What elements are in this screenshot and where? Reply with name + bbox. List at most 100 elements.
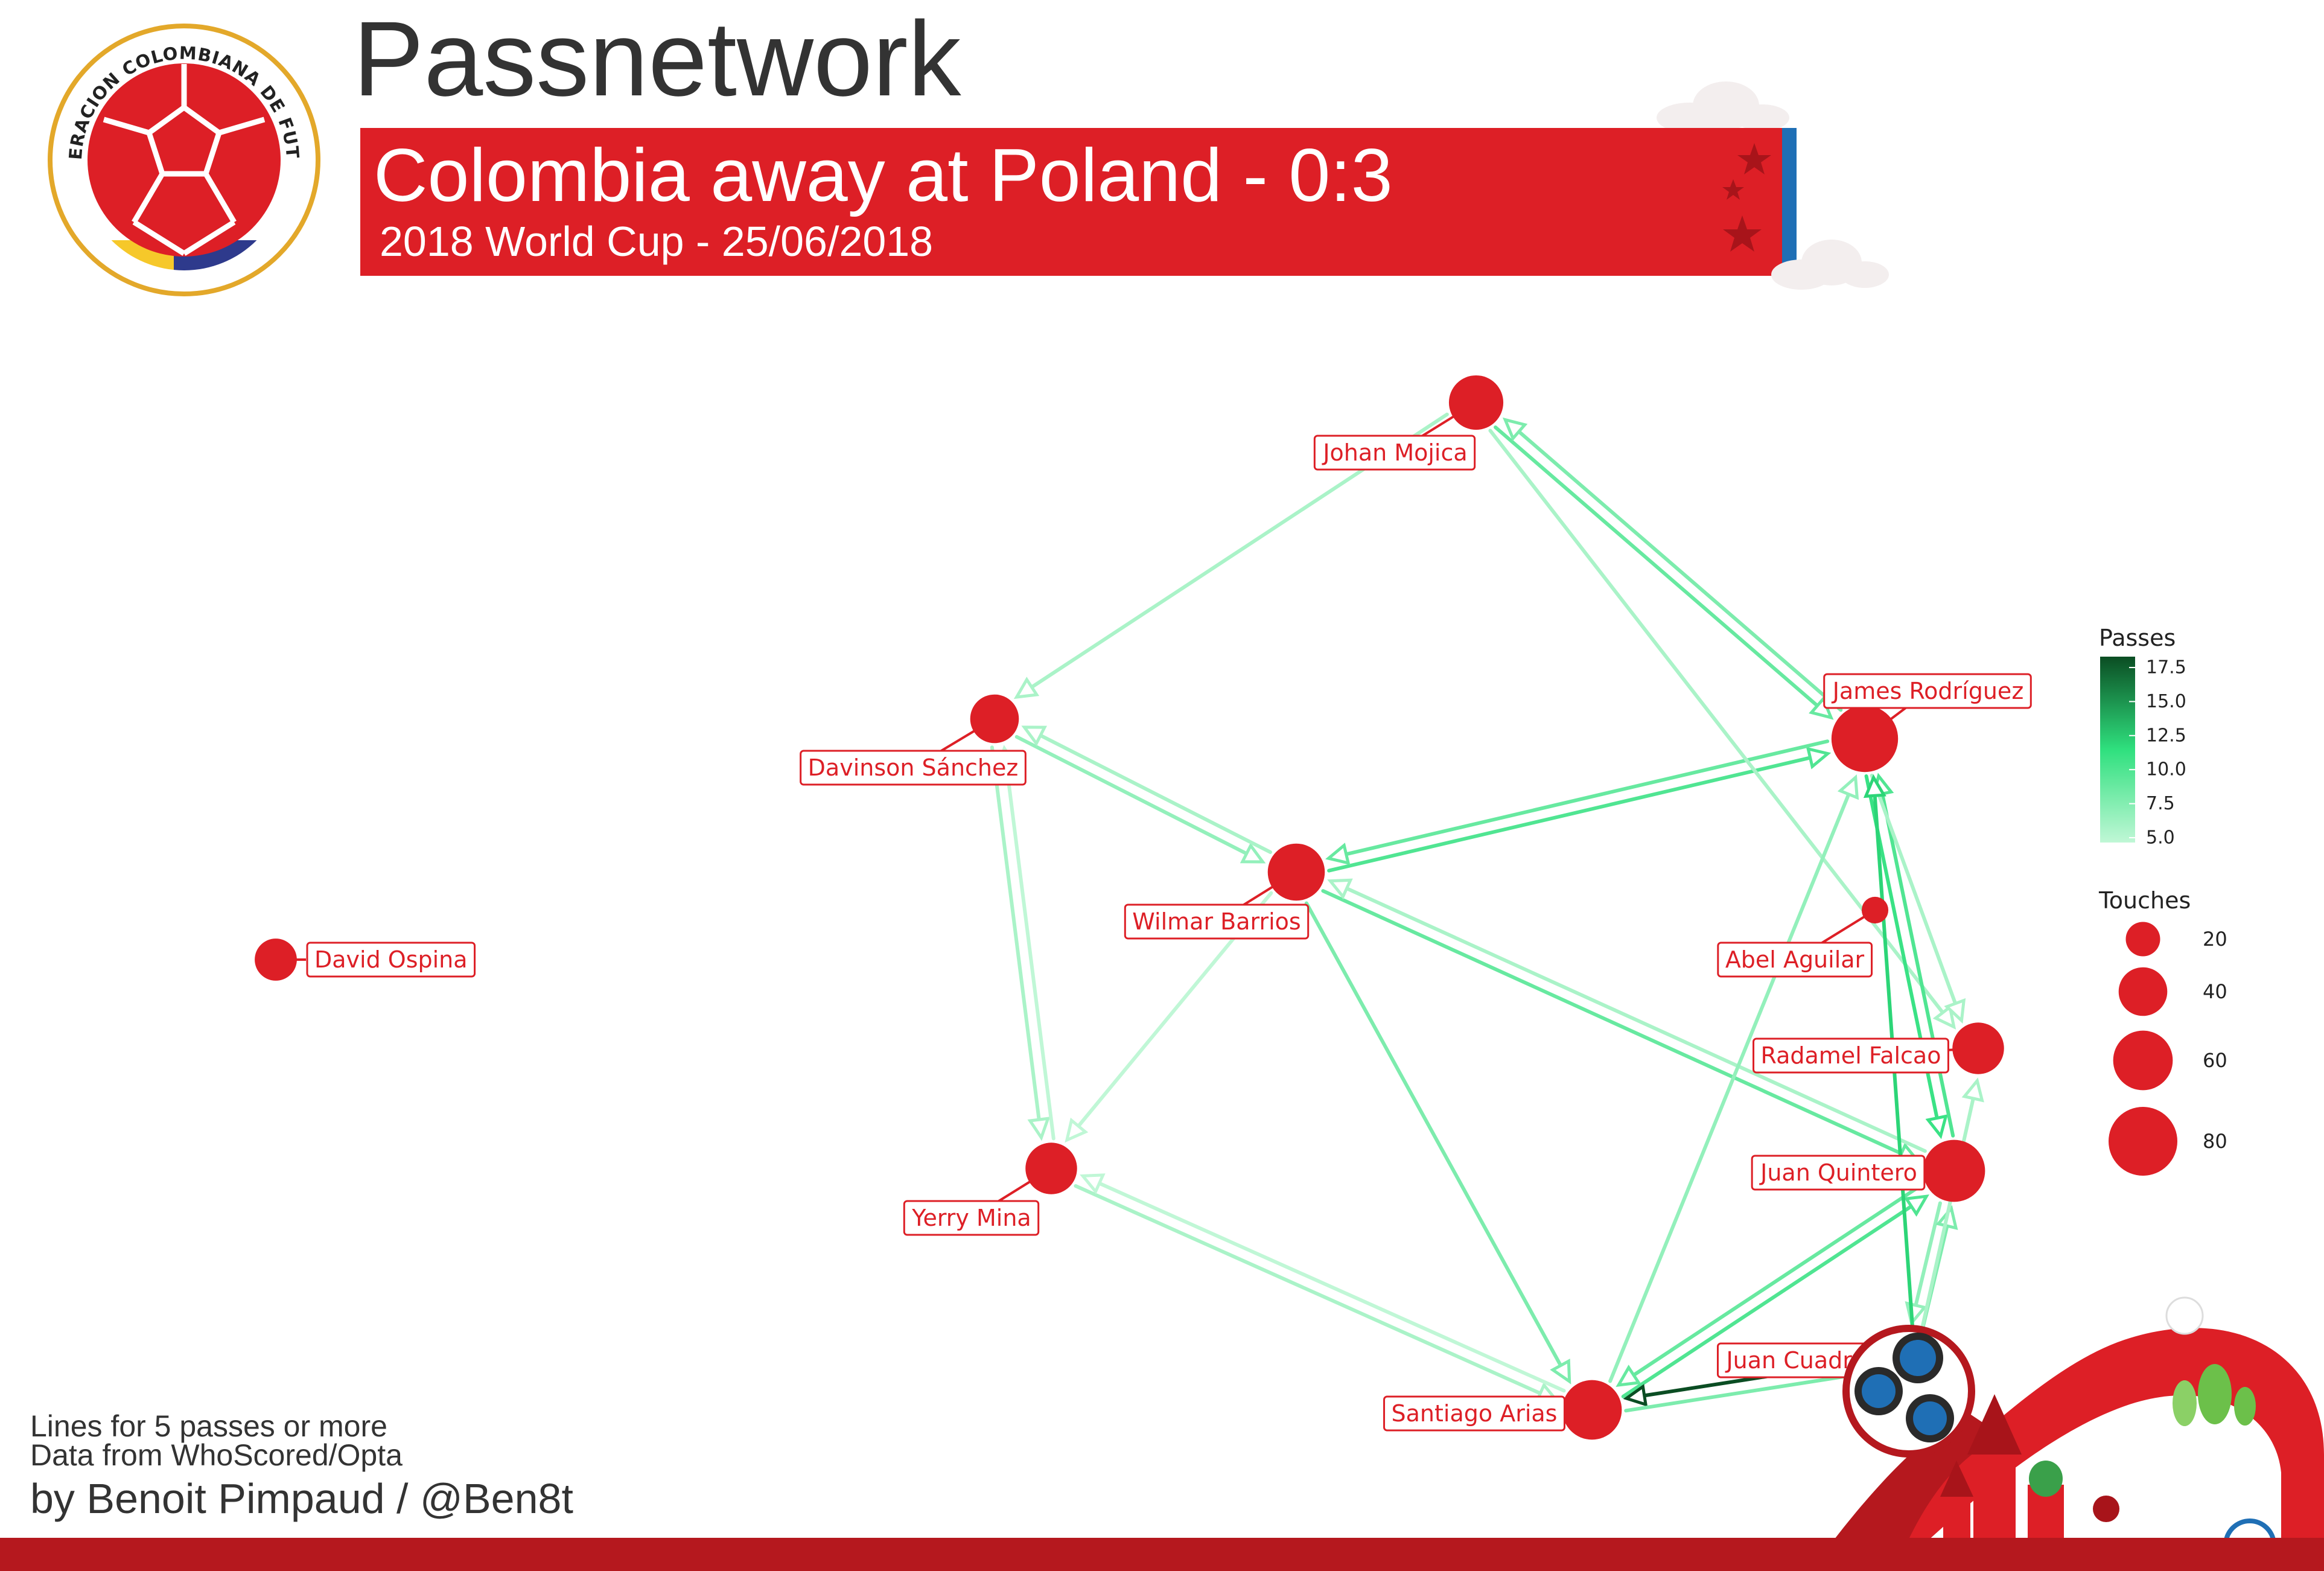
pass-edge-mojica-james bbox=[1494, 425, 1834, 720]
passes-tick-label: 10.0 bbox=[2146, 759, 2186, 780]
player-name: Wilmar Barrios bbox=[1132, 908, 1300, 935]
pass-arrowhead bbox=[1903, 1194, 1929, 1217]
pass-edge-mina-arias bbox=[1074, 1184, 1560, 1404]
pass-arrowhead bbox=[1240, 843, 1266, 864]
player-label-falcao: Radamel Falcao bbox=[1753, 1037, 1949, 1074]
player-label-mina: Yerry Mina bbox=[903, 1200, 1040, 1236]
pass-edge-quintero-barrios bbox=[1327, 878, 1927, 1153]
pass-arrowhead bbox=[1925, 1114, 1948, 1139]
author-credit: by Benoit Pimpaud / @Ben8t bbox=[30, 1475, 573, 1522]
pass-arrowhead bbox=[1327, 878, 1353, 900]
pass-arrowhead bbox=[1502, 417, 1528, 442]
passes-tick-label: 5.0 bbox=[2146, 827, 2175, 849]
pass-edge-barrios-james bbox=[1327, 747, 1832, 873]
player-node-falcao bbox=[1952, 1022, 2004, 1074]
tree-icon bbox=[2173, 1364, 2256, 1426]
player-label-box bbox=[1751, 1155, 1926, 1191]
touches-legend-circle bbox=[2113, 1030, 2173, 1091]
player-label-box bbox=[1753, 1037, 1949, 1074]
pass-edge-arias-james bbox=[1608, 774, 1859, 1383]
player-name: Davinson Sánchez bbox=[808, 754, 1019, 781]
passes-tick-label: 12.5 bbox=[2146, 725, 2186, 746]
pass-edge-barrios-arias bbox=[1304, 901, 1571, 1385]
player-name: David Ospina bbox=[314, 946, 468, 973]
pass-arrowhead bbox=[1863, 774, 1886, 798]
soccer-ball-icon bbox=[88, 63, 281, 257]
star-decoration-icon bbox=[1722, 143, 1771, 252]
pass-arrowhead bbox=[1932, 1004, 1956, 1030]
player-node-ospina bbox=[255, 938, 297, 981]
pass-edge-james-barrios bbox=[1325, 739, 1830, 865]
player-name: James Rodríguez bbox=[1832, 678, 2024, 704]
pass-edge-cuadrado-falcao bbox=[1920, 1077, 1984, 1330]
touches-legend-label: 20 bbox=[2203, 928, 2227, 951]
footnote-threshold: Lines for 5 passes or more bbox=[30, 1409, 387, 1443]
pass-edge-sanchez-barrios bbox=[1014, 735, 1266, 864]
flower-icon bbox=[2093, 1496, 2119, 1522]
pass-arrowhead bbox=[1961, 1077, 1984, 1103]
touches-legend-circle bbox=[2109, 1107, 2177, 1176]
world-cup-ball-icon bbox=[1842, 1325, 1975, 1458]
pass-edge-james-mojica bbox=[1502, 417, 1843, 712]
pass-arrowhead bbox=[1944, 998, 1966, 1024]
pass-arrowhead bbox=[1623, 1384, 1648, 1407]
footnote-source: Data from WhoScored/Opta bbox=[30, 1438, 403, 1472]
player-name: Abel Aguilar bbox=[1725, 946, 1865, 973]
bottom-bar bbox=[0, 1538, 2324, 1571]
passes-legend-title: Passes bbox=[2099, 625, 2176, 651]
passes-tick-label: 15.0 bbox=[2146, 691, 2186, 712]
banner-blue-stripe bbox=[1782, 128, 1797, 276]
cloud-decoration-icon bbox=[1771, 240, 1889, 290]
touches-legend-circle bbox=[2118, 967, 2168, 1016]
banner-subtitle: 2018 World Cup - 25/06/2018 bbox=[380, 218, 934, 265]
player-name: Radamel Falcao bbox=[1761, 1042, 1941, 1069]
pass-arrowhead bbox=[1080, 1173, 1106, 1195]
player-label-james: James Rodríguez bbox=[1823, 673, 2032, 709]
player-node-mina bbox=[1025, 1142, 1077, 1194]
cloud-decoration-icon bbox=[1657, 81, 1789, 133]
player-label-ospina: David Ospina bbox=[306, 942, 476, 978]
player-node-james bbox=[1831, 705, 1899, 773]
player-node-mojica bbox=[1448, 375, 1504, 430]
pass-edge-arias-quintero bbox=[1621, 1194, 1929, 1398]
player-node-aguilar bbox=[1861, 896, 1889, 924]
player-label-mojica: Johan Mojica bbox=[1313, 435, 1476, 471]
pass-arrowhead bbox=[1550, 1359, 1571, 1385]
pass-arrowhead bbox=[1021, 725, 1047, 747]
player-label-box bbox=[800, 750, 1027, 786]
player-node-sanchez bbox=[970, 694, 1019, 744]
pass-arrowhead bbox=[1065, 1117, 1089, 1143]
pass-edge-barrios-sanchez bbox=[1021, 725, 1273, 854]
player-label-box bbox=[1823, 673, 2032, 709]
pass-arrowhead bbox=[1027, 1117, 1051, 1141]
player-label-box bbox=[1313, 435, 1476, 471]
pass-edge-sanchez-mina bbox=[990, 745, 1051, 1141]
player-node-quintero bbox=[1923, 1139, 1985, 1202]
player-node-barrios bbox=[1267, 843, 1325, 901]
pass-arrowhead bbox=[1325, 843, 1351, 865]
passes-legend: Passes 17.5 15.0 12.5 10.0 7.5 5.0 bbox=[2099, 625, 2186, 849]
player-label-box bbox=[1124, 903, 1310, 940]
pass-edge-mina-sanchez bbox=[995, 745, 1055, 1141]
touches-legend-circle bbox=[2125, 922, 2160, 957]
player-label-aguilar: Abel Aguilar bbox=[1717, 942, 1873, 978]
touches-legend-title: Touches bbox=[2098, 887, 2191, 914]
touches-legend-label: 60 bbox=[2203, 1049, 2227, 1072]
pass-edge-james-falcao bbox=[1870, 773, 1966, 1024]
player-label-quintero: Juan Quintero bbox=[1751, 1155, 1926, 1191]
player-name: Yerry Mina bbox=[911, 1205, 1031, 1231]
passes-tick-label: 7.5 bbox=[2146, 793, 2175, 814]
player-node-arias bbox=[1562, 1380, 1622, 1440]
player-label-box bbox=[1717, 942, 1873, 978]
player-label-sanchez: Davinson Sánchez bbox=[800, 750, 1027, 786]
player-label-box bbox=[903, 1200, 1040, 1236]
passes-tick-label: 17.5 bbox=[2146, 657, 2186, 678]
pass-edge-barrios-quintero bbox=[1321, 889, 1921, 1164]
player-label-arias: Santiago Arias bbox=[1383, 1395, 1565, 1432]
title-banner: Colombia away at Poland - 0:3 2018 World… bbox=[360, 128, 1797, 276]
pass-edges bbox=[990, 412, 1984, 1413]
touches-legend-label: 40 bbox=[2203, 980, 2227, 1003]
